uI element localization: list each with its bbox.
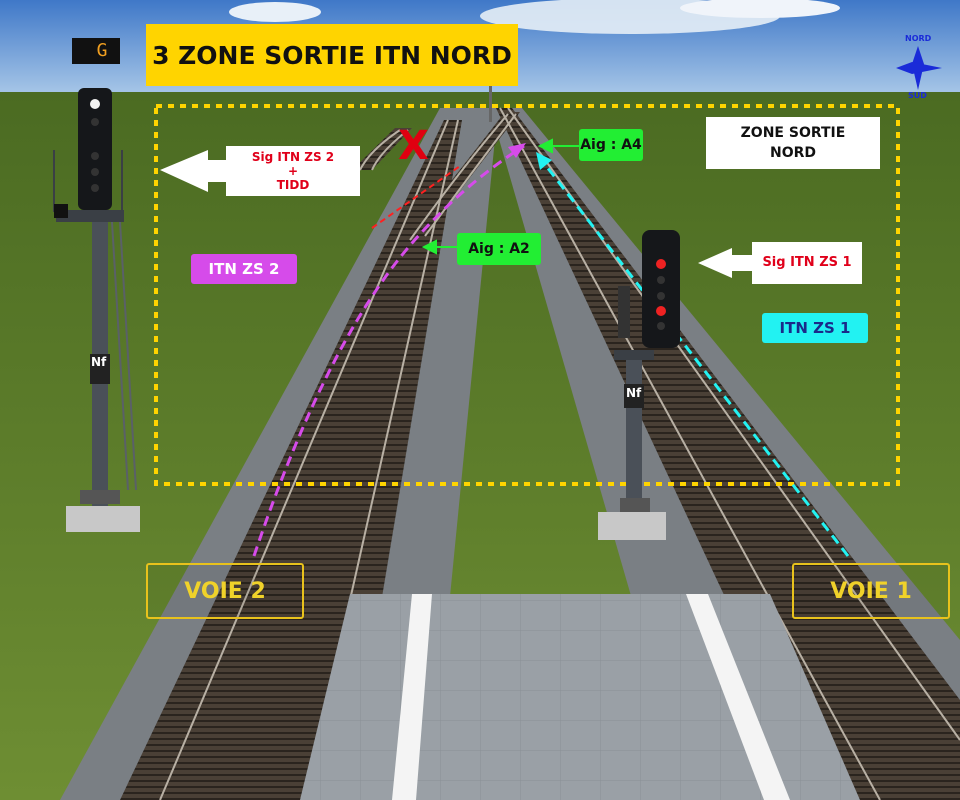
route-itn-zs2-label: ITN ZS 2: [191, 254, 297, 284]
zone-boundary: [154, 104, 900, 486]
blocked-line: [371, 165, 461, 229]
signal-1-callout-arrow: [698, 248, 752, 278]
signal-1-label: Sig ITN ZS 1: [752, 242, 862, 284]
cloud: [229, 2, 321, 22]
signal-2-label: Sig ITN ZS 2 + TIDD: [226, 146, 360, 196]
zone-label-line1: ZONE SORTIE: [740, 125, 846, 141]
switch-a2-label: Aig : A2: [457, 233, 541, 265]
track-1-bed: [496, 108, 960, 800]
signal-2-label-line2: +: [287, 164, 299, 178]
compass-icon: [896, 46, 942, 90]
signal-2-callout-arrow: [160, 150, 226, 192]
route-itn-zs1-label: ITN ZS 1: [762, 313, 868, 343]
far-pole: [489, 86, 492, 122]
signal-2-mast-plate: Nf: [91, 355, 107, 369]
signal-2-label-line1: Sig ITN ZS 2: [251, 150, 335, 164]
rails: [159, 107, 960, 800]
signal-1-mast-plate: Nf: [626, 386, 642, 400]
platform-stripe-right: [686, 594, 790, 800]
switch-pointers: [421, 138, 579, 255]
track-voie2-label: VOIE 2: [146, 563, 304, 619]
signal-1-mast: [598, 230, 680, 540]
page-title: 3 ZONE SORTIE ITN NORD: [146, 24, 518, 86]
signal-2-aspect-indicator: G: [96, 39, 108, 61]
cloud: [680, 0, 840, 18]
track-voie1-label: VOIE 1: [792, 563, 950, 619]
compass-south-label: SUD: [908, 91, 927, 100]
platform-stripe-left: [392, 594, 432, 800]
switch-a4-label: Aig : A4: [579, 129, 643, 161]
zone-label-line2: NORD: [769, 145, 817, 161]
blocked-x-marker: X: [398, 123, 429, 169]
route-itn-zs1-path: [538, 157, 850, 557]
compass-north-label: NORD: [905, 34, 932, 43]
route-itn-zs2-arrow: [508, 143, 526, 158]
route-itn-zs1-arrow: [536, 152, 552, 170]
zone-label: ZONE SORTIE NORD: [706, 117, 880, 169]
signal-2-mast: [53, 38, 140, 532]
route-itn-zs2-path: [252, 144, 525, 557]
signal-2-label-line3: TIDD: [276, 178, 310, 192]
